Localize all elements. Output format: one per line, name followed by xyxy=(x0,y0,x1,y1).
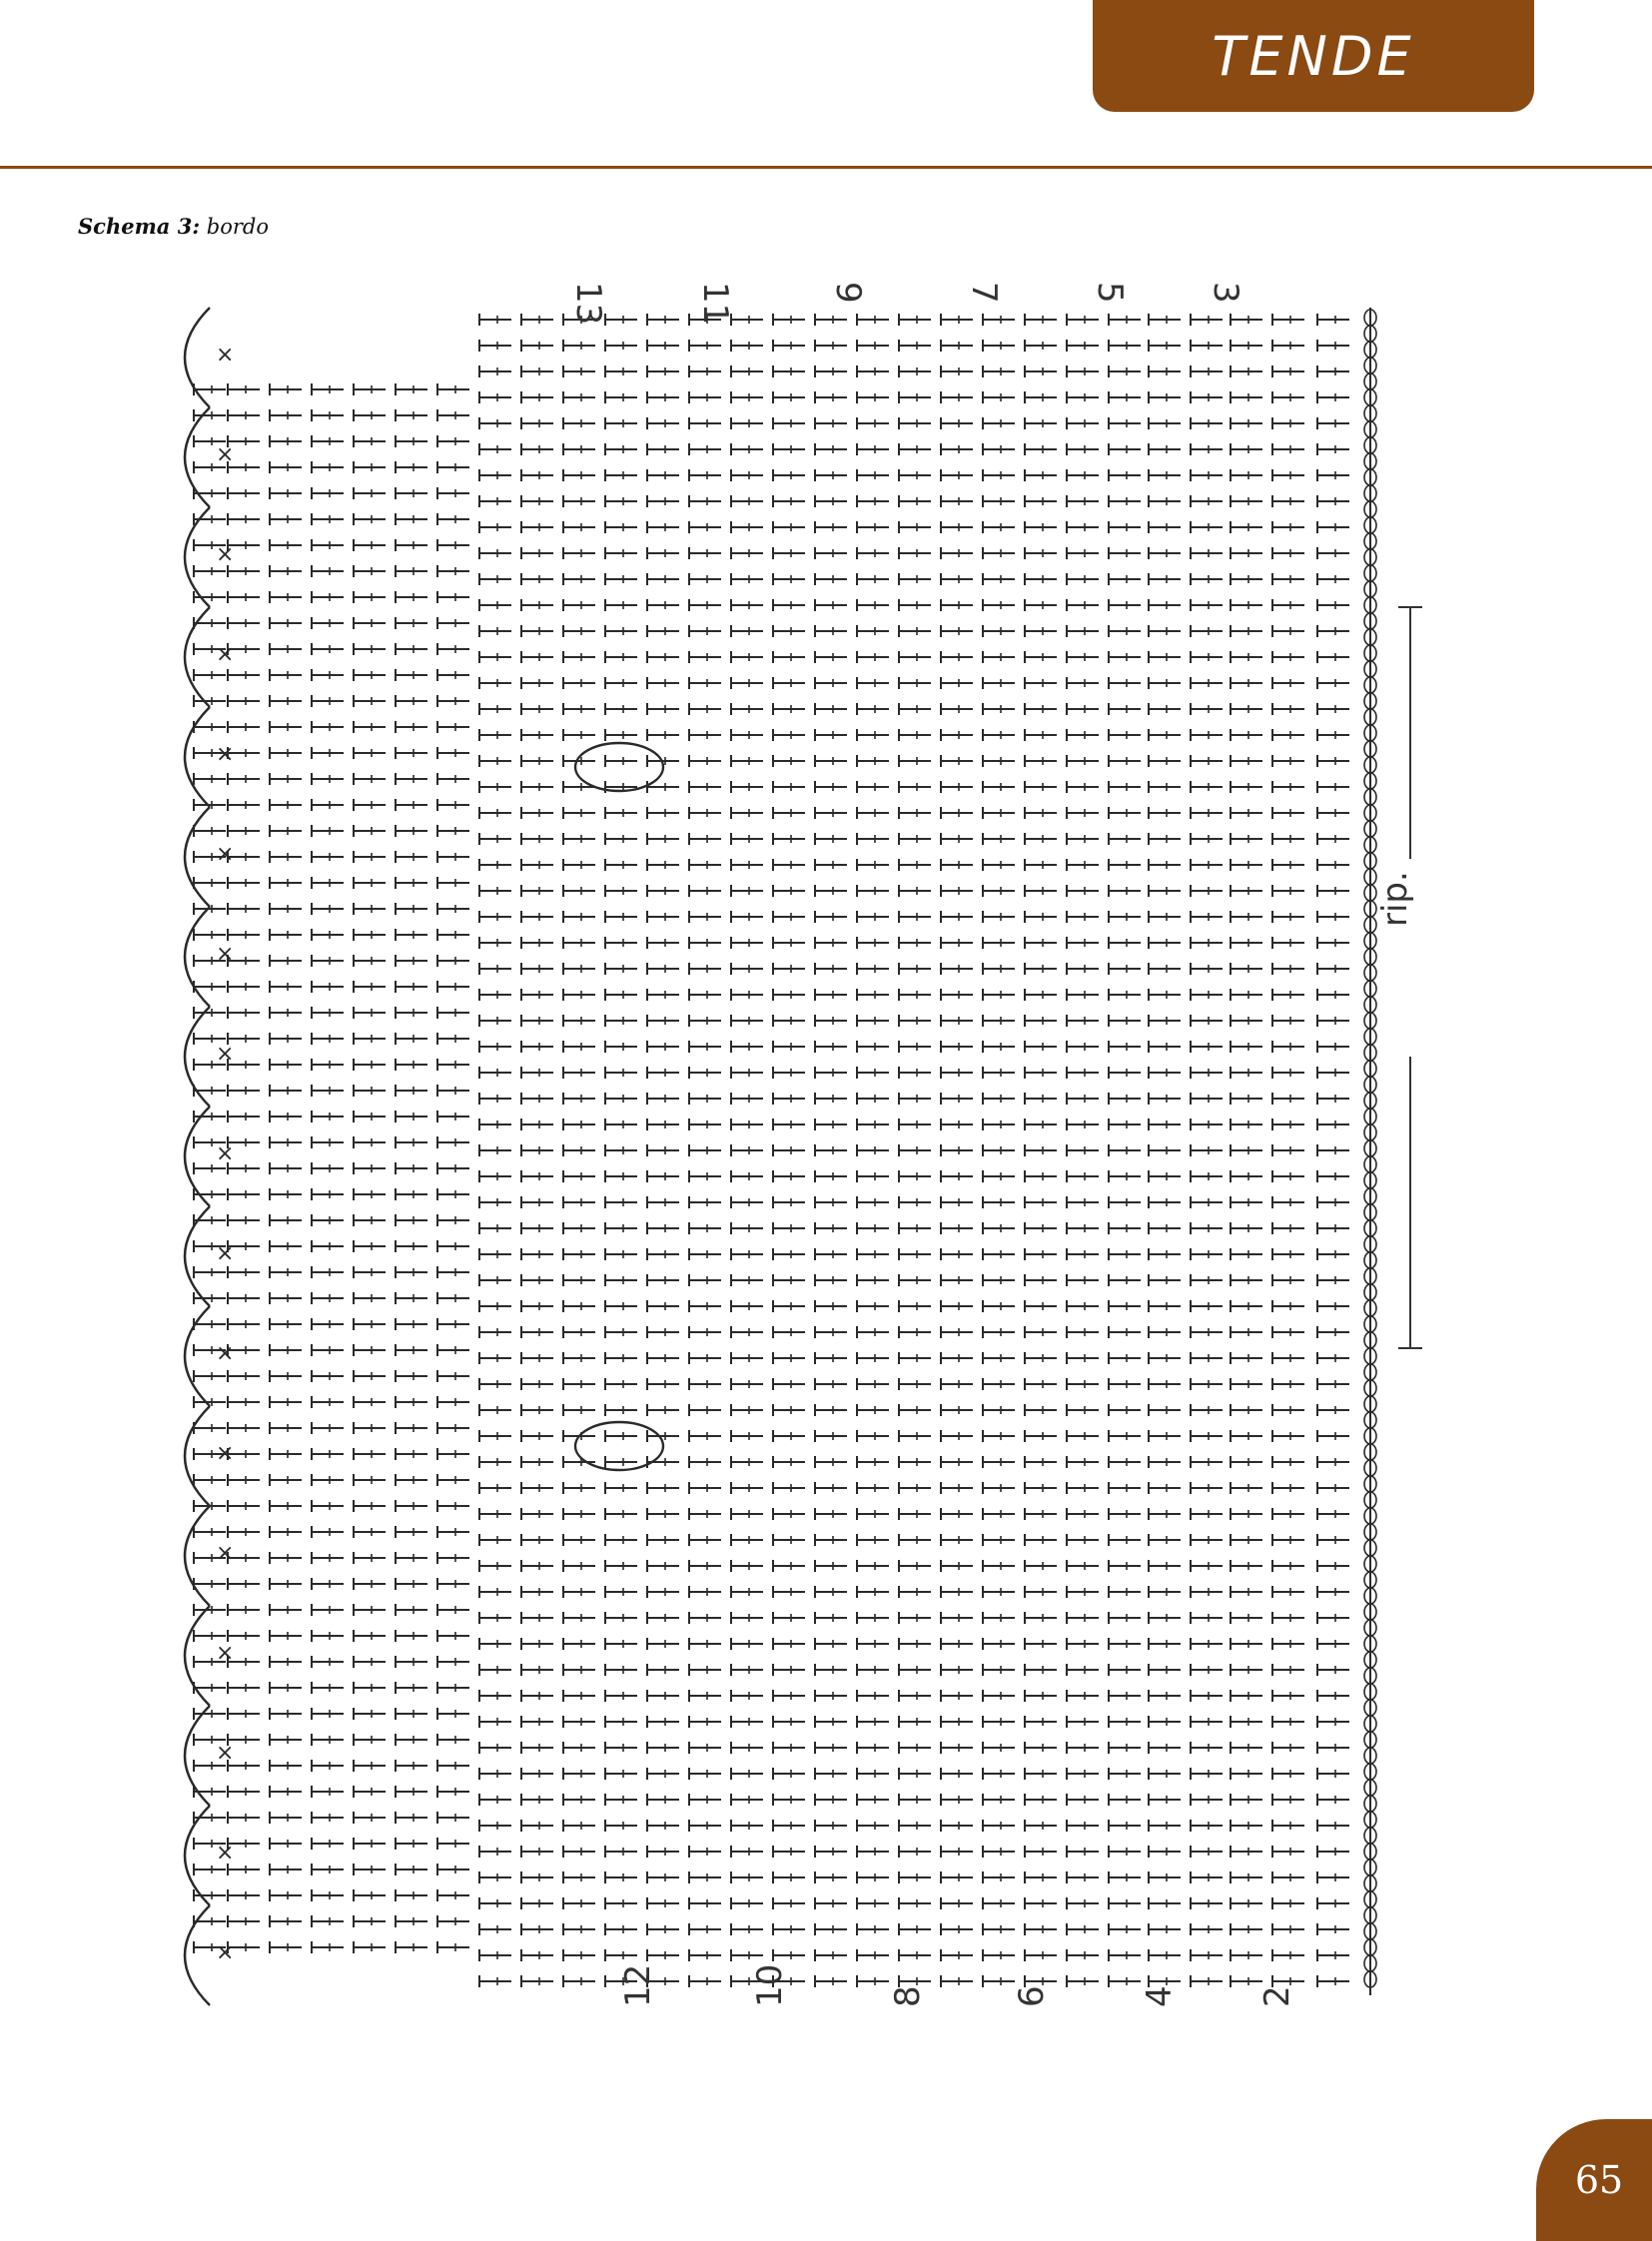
schema-caption: Schema 3: bordo xyxy=(78,214,269,239)
crochet-chart-svg: ××××××××××××××××× 13 11 9 7 5 3 12 10 8 … xyxy=(183,282,1422,2007)
chain-stitch xyxy=(1363,1970,1377,1988)
stitch-grid: ××××××××××××××××× xyxy=(183,307,1377,2006)
section-title: TENDE xyxy=(1212,24,1415,88)
section-tab: TENDE xyxy=(1093,0,1534,112)
crochet-chart: ××××××××××××××××× 13 11 9 7 5 3 12 10 8 … xyxy=(150,238,1468,2085)
schema-caption-label: Schema 3: xyxy=(78,214,201,239)
schema-caption-text: bordo xyxy=(206,215,269,239)
header-divider xyxy=(0,166,1652,169)
